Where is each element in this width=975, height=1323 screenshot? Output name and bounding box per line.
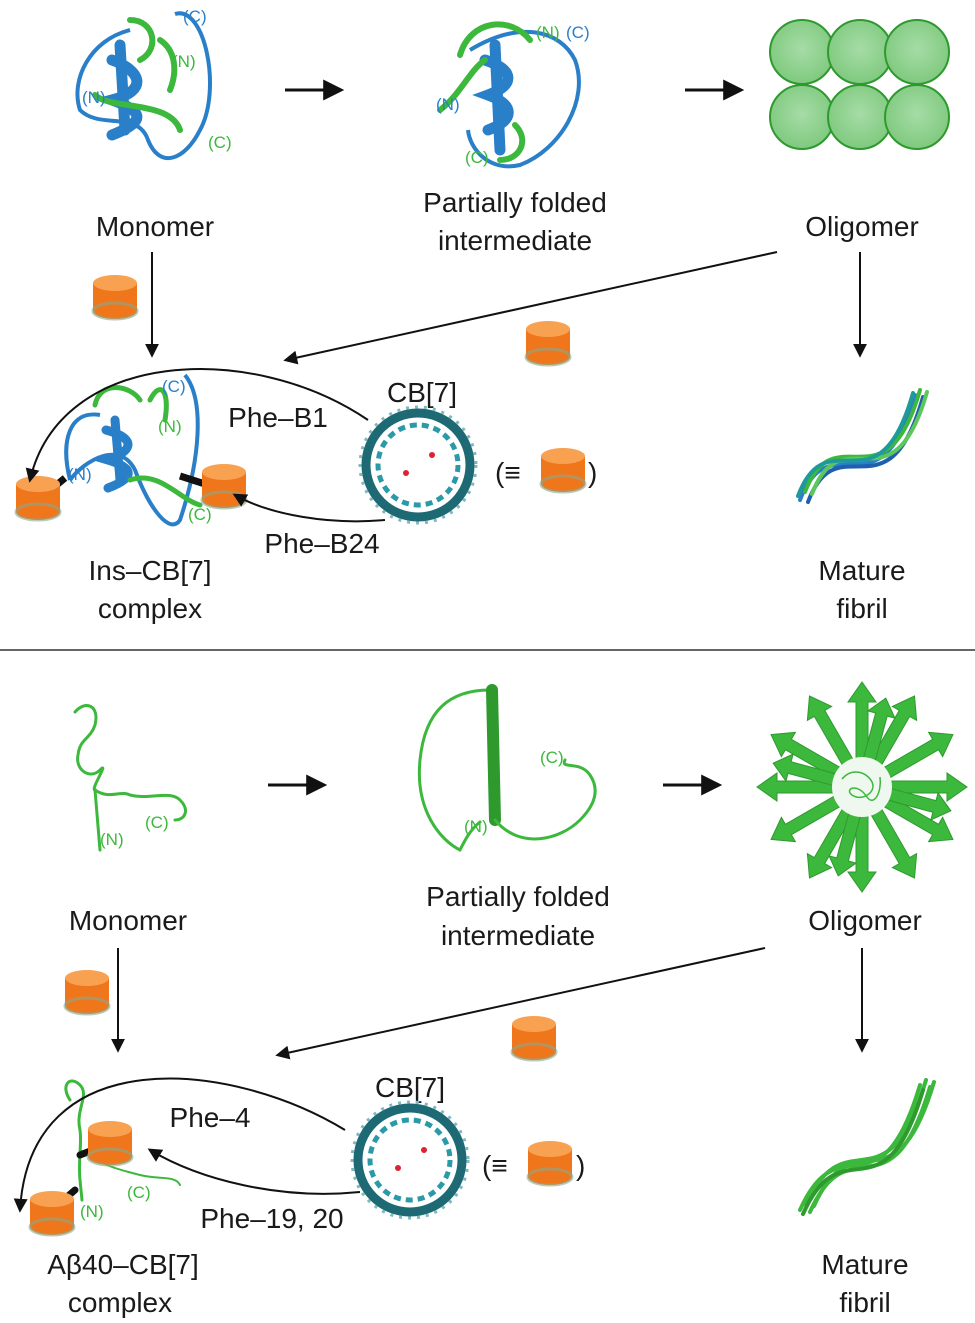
bottom-panel: (N) (C) Monomer (C) (N) Partially folded… [13,681,968,1318]
equiv-open: (≡ [482,1150,508,1181]
c-terminus-label: (C) [127,1183,151,1202]
phe-19-20-label: Phe–19, 20 [200,1203,343,1234]
arrow-cb7-to-phe-b24 [232,493,386,523]
cb7-cylinder-icon [524,319,572,367]
phe-4-label: Phe–4 [170,1102,251,1133]
n-terminus-label: (N) [172,52,196,71]
c-terminus-label: (C) [183,7,207,26]
equiv-open: (≡ [495,457,521,488]
n-terminus-label: (N) [68,465,92,484]
arrow-oligomer-to-complex [283,251,778,365]
cb7-cylinder-icon [510,1014,558,1062]
complex-label-line1: Aβ40–CB[7] [47,1249,199,1280]
oligomer-spheres [769,19,950,150]
abeta-oligomer-structure [756,681,968,893]
arrow-cb7-to-phe-b1 [25,368,369,483]
abeta-monomer-structure: (N) (C) [73,704,187,852]
intermediate-label-line1: Partially folded [423,187,607,218]
phe-b24-label: Phe–B24 [264,528,379,559]
fibril-label-line1: Mature [818,555,905,586]
fibril-label-line2: fibril [836,593,887,624]
abeta-intermediate-structure: (C) (N) [417,684,597,852]
top-panel: (C) (N) (N) (C) Monomer (N) (C) (N) (C) … [14,7,950,624]
oligomer-label: Oligomer [805,211,919,242]
monomer-label: Monomer [69,905,187,936]
cb7-label: CB[7] [375,1072,445,1103]
intermediate-label-line1: Partially folded [426,881,610,912]
n-terminus-label: (N) [100,830,124,849]
n-terminus-label: (N) [464,817,488,836]
c-terminus-label: (C) [162,377,186,396]
n-terminus-label: (N) [82,88,106,107]
c-terminus-label: (C) [188,505,212,524]
n-terminus-label: (N) [436,95,460,114]
n-terminus-label: (N) [536,23,560,42]
abeta-cb7-complex-structure: (C) (N) [28,1079,181,1237]
cb7-cylinder-icon [63,968,111,1016]
intermediate-label-line2: intermediate [441,920,595,951]
intermediate-label-line2: intermediate [438,225,592,256]
cb7-cylinder-icon [91,273,139,321]
insulin-cb7-complex-structure: (C) (N) (N) (C) [14,373,248,527]
oligomer-label: Oligomer [808,905,922,936]
cb7-cylinder-icon [539,446,587,494]
complex-label-line1: Ins–CB[7] [89,555,212,586]
equiv-close: ) [588,457,597,488]
arrow-oligomer-to-complex [275,947,766,1060]
insulin-monomer-structure: (C) (N) (N) (C) [75,7,232,161]
cb7-molecule [360,407,476,523]
monomer-label: Monomer [96,211,214,242]
cb7-molecule [352,1102,468,1218]
fibril-label-line2: fibril [839,1287,890,1318]
c-terminus-label: (C) [465,148,489,167]
arrow-cb7-to-phe-19-20 [147,1148,361,1195]
c-terminus-label: (C) [540,748,564,767]
phe-b1-label: Phe–B1 [228,402,328,433]
c-terminus-label: (C) [145,813,169,832]
fibril-label-line1: Mature [821,1249,908,1280]
arrow-cb7-to-phe-4 [13,1077,346,1213]
complex-label-line2: complex [98,593,202,624]
mature-fibril-structure [796,388,929,504]
insulin-intermediate-structure: (N) (C) (N) (C) [436,21,590,169]
c-terminus-label: (C) [208,133,232,152]
cb7-cylinder-icon [526,1139,574,1187]
equiv-close: ) [576,1150,585,1181]
n-terminus-label: (N) [158,417,182,436]
cb7-label: CB[7] [387,377,457,408]
n-terminus-label: (N) [80,1202,104,1221]
mature-fibril-structure [798,1078,936,1216]
complex-label-line2: complex [68,1287,172,1318]
c-terminus-label: (C) [566,23,590,42]
